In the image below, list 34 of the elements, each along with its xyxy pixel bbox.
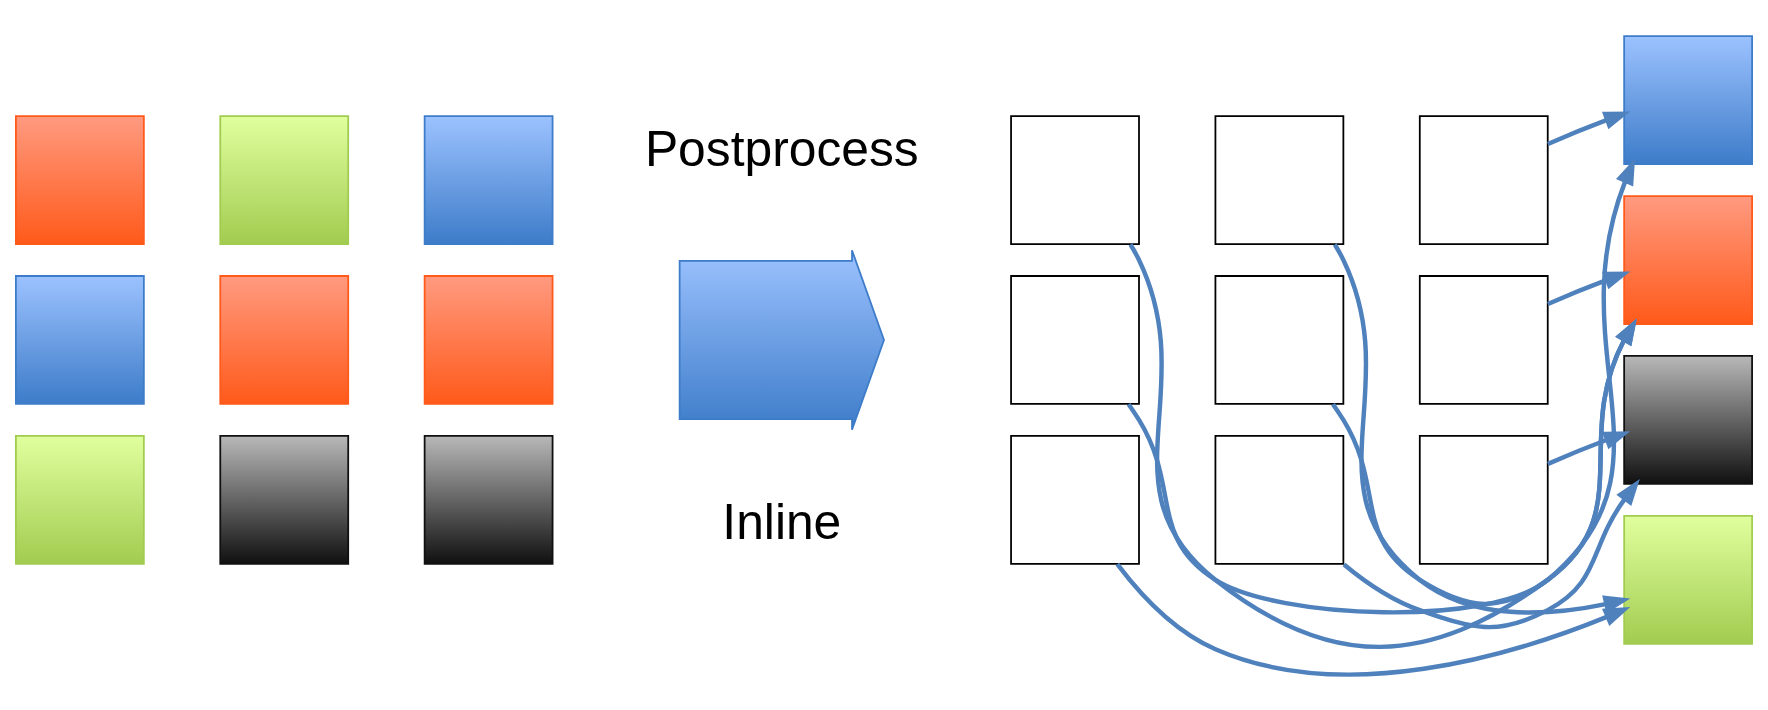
arrow [1547,270,1631,306]
node-box [423,274,554,405]
node-label: Postprocess [644,120,919,177]
node-box [1623,34,1753,165]
node-box [1010,434,1140,565]
node-box [15,114,145,245]
node-box [423,434,554,565]
node-box [1418,434,1549,565]
node-box [219,274,350,405]
node-box [1418,114,1549,245]
node-box [15,274,145,405]
node-box [1010,274,1140,405]
node-box [1418,274,1549,405]
node-box [219,114,350,245]
node-box [1214,114,1345,245]
node-box [1623,354,1753,485]
arrow [1331,317,1637,606]
arrow [1342,478,1640,629]
arrow [1126,157,1636,614]
node-box [1623,514,1753,645]
node-box [1623,194,1753,325]
arrow [1547,430,1631,466]
node-box [1214,274,1345,405]
arrow [1332,242,1631,615]
node-box [1214,434,1345,565]
node-box [1010,114,1140,245]
arrow [1547,110,1631,146]
node-label: Inline [722,493,842,550]
arrow [1115,562,1631,677]
node-box [219,434,350,565]
arrow [1128,242,1637,649]
node-box [423,114,554,245]
node-box [15,434,145,565]
node-arrow [678,248,885,431]
